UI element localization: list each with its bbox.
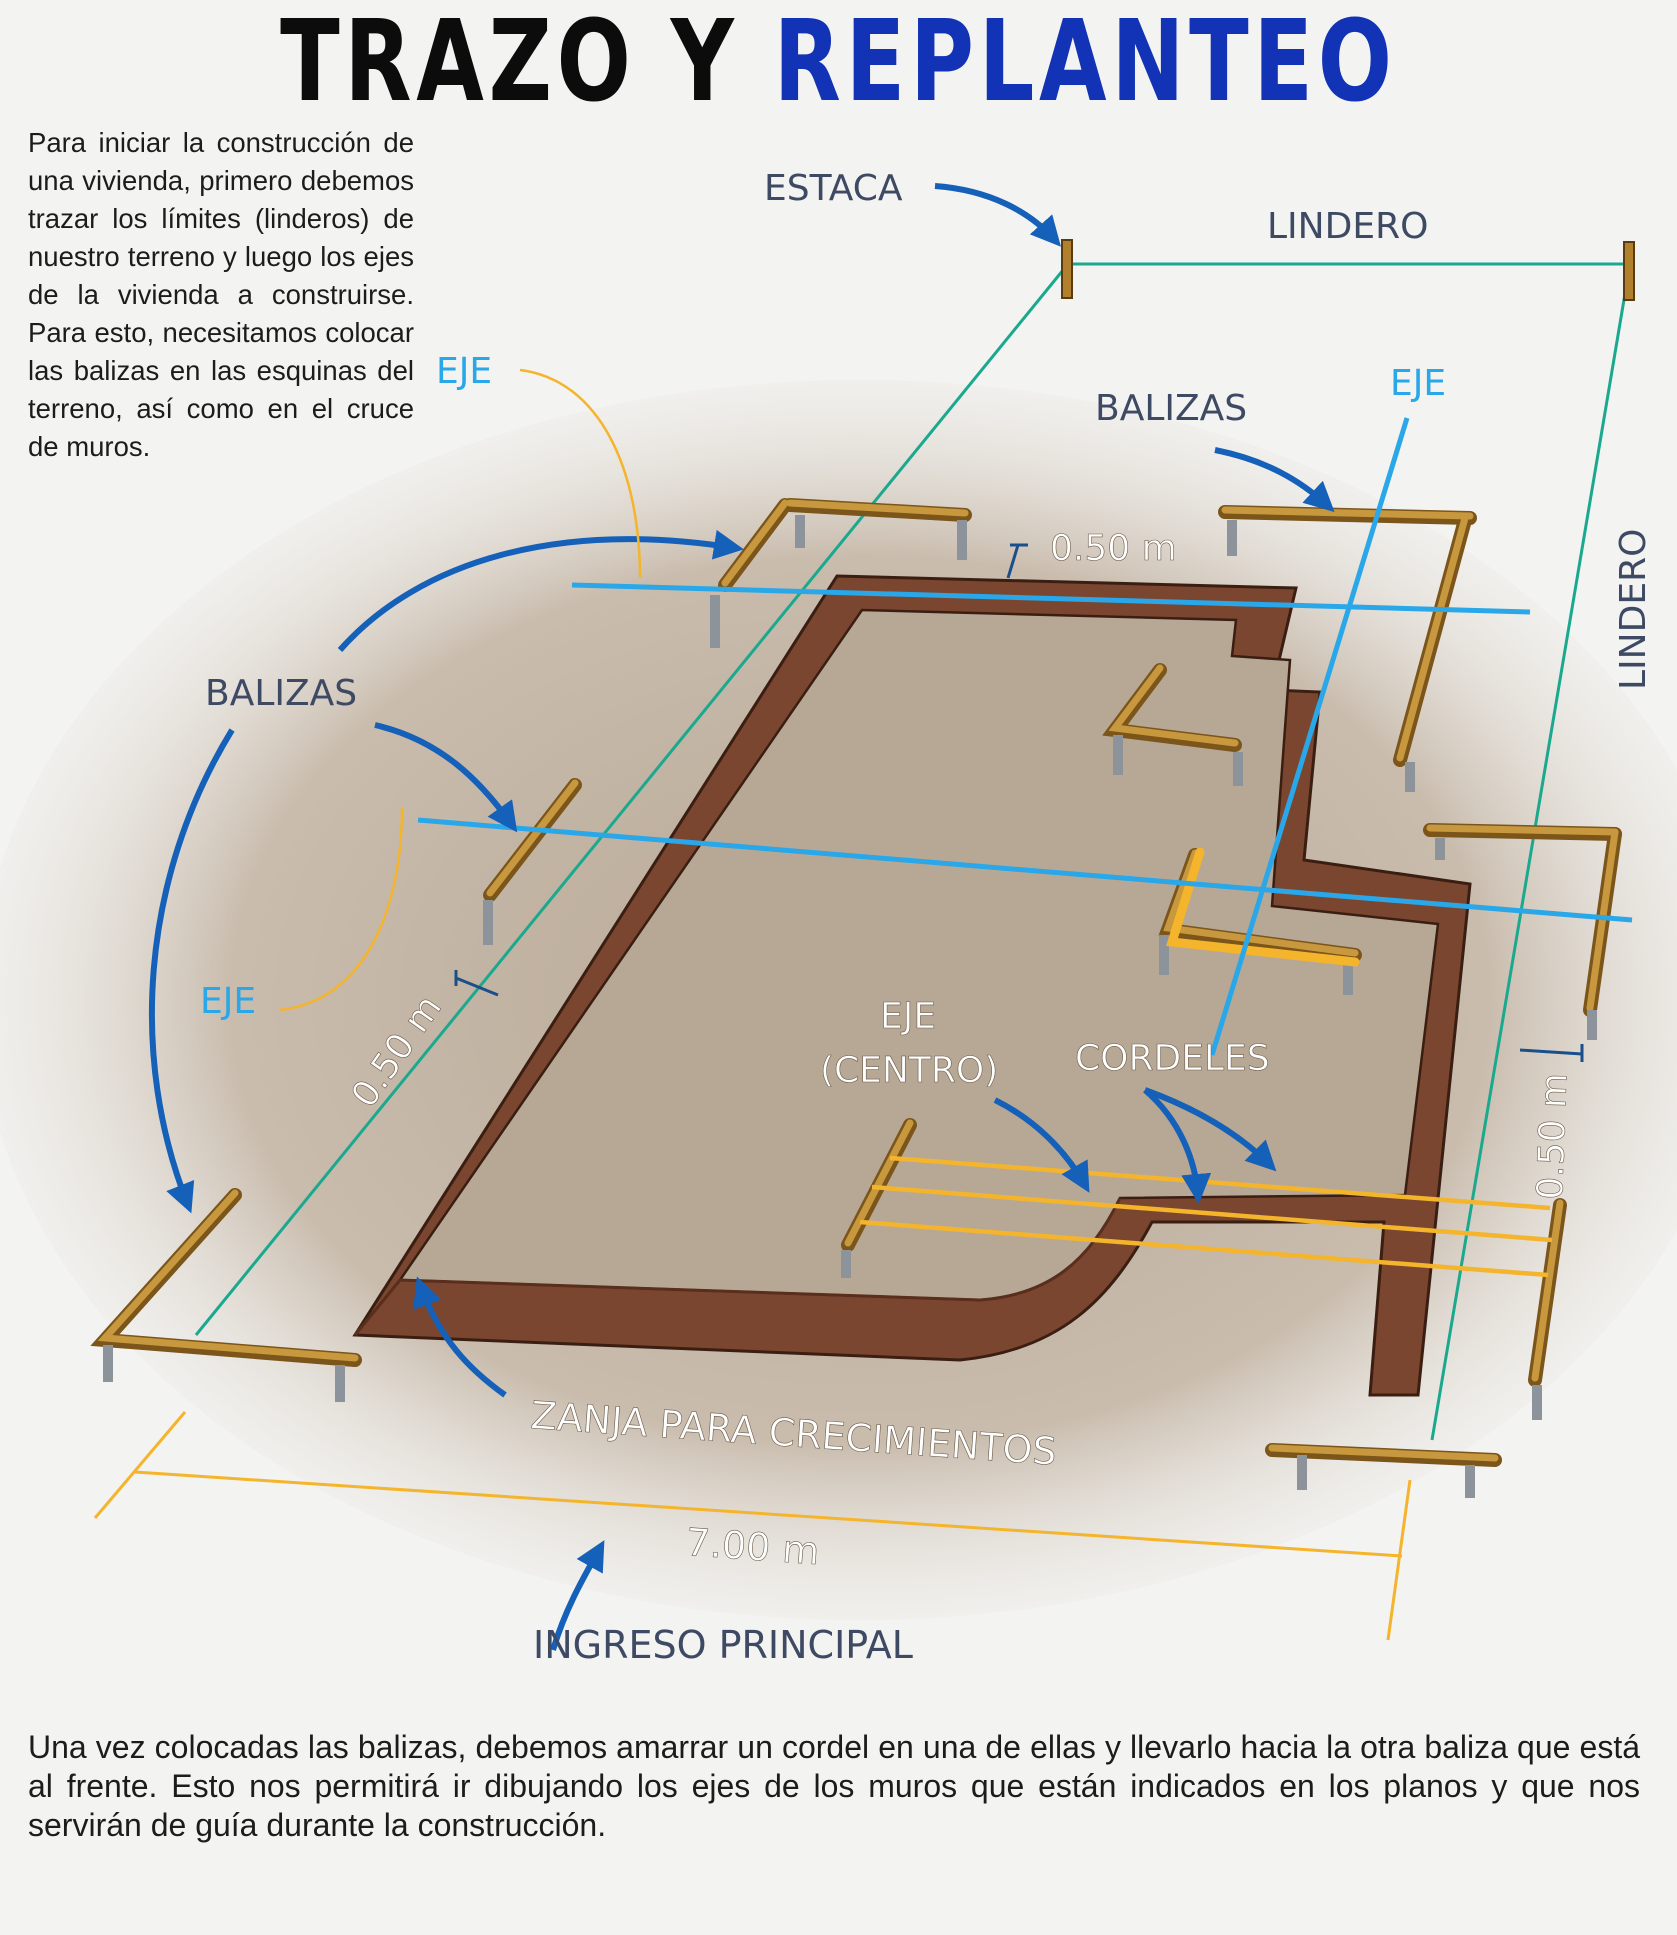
- balizas-legs: [103, 515, 1597, 1498]
- pointer-arrows: [148, 183, 1335, 1651]
- label-eje-upper-left: EJE: [436, 351, 492, 392]
- label-eje-centro-2: (CENTRO): [820, 1050, 998, 1091]
- label-ingreso-principal: INGRESO PRINCIPAL: [533, 1623, 913, 1667]
- label-estaca: ESTACA: [764, 168, 903, 209]
- dimension-lines: [454, 543, 1584, 1062]
- label-cordeles: CORDELES: [1075, 1038, 1270, 1079]
- title-word-replanteo: REPLANTEO: [773, 0, 1397, 127]
- label-eje-centro-1: EJE: [880, 996, 936, 1037]
- diagram-labels: ESTACA LINDERO BALIZAS BALIZAS LINDERO I…: [205, 168, 1654, 1667]
- eje-lines: [417, 417, 1633, 1056]
- width-dimension: [93, 1411, 1412, 1641]
- label-lindero-side: LINDERO: [1613, 529, 1654, 690]
- eje-labels: EJE EJE EJE: [200, 351, 1446, 1022]
- stake-right: [1623, 241, 1635, 301]
- intro-paragraph: Para iniciar la construcción de una vivi…: [28, 127, 414, 462]
- lindero-lines: [194, 262, 1632, 1441]
- page-title: TRAZO Y REPLANTEO: [184, 2, 1492, 122]
- stake-left: [1061, 239, 1073, 299]
- layout-diagram: ESTACA LINDERO BALIZAS BALIZAS LINDERO I…: [0, 168, 1677, 1667]
- eje-arrows: [279, 368, 642, 1012]
- closing-paragraph: Una vez colocadas las balizas, debemos a…: [28, 1729, 1640, 1843]
- label-balizas-top: BALIZAS: [1095, 388, 1247, 429]
- title-word-trazo: TRAZO Y: [280, 0, 739, 127]
- label-eje-lower-left: EJE: [200, 981, 256, 1022]
- label-dim-right: 0.50 m: [1530, 1072, 1575, 1200]
- label-lindero-top: LINDERO: [1267, 206, 1428, 247]
- cordeles-lines: [859, 1155, 1553, 1278]
- label-dim-width: 7.00 m: [684, 1520, 820, 1573]
- label-balizas-left: BALIZAS: [205, 673, 357, 714]
- balizas-frames-highlight: [97, 499, 1619, 1462]
- label-dim-top: 0.50 m: [1050, 528, 1177, 569]
- label-eje-upper-right: EJE: [1390, 363, 1446, 404]
